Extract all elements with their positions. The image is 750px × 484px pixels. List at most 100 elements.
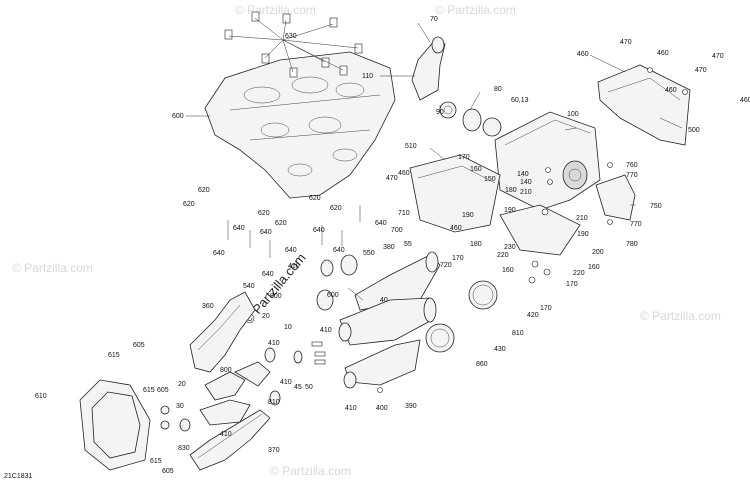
callout: 160 (588, 264, 600, 271)
callout: 160 (502, 267, 514, 274)
callout: 780 (626, 241, 638, 248)
muffler-60 (494, 111, 601, 211)
callout: 770 (626, 172, 638, 179)
callout: 620 (258, 210, 270, 217)
callout: 860 (476, 361, 488, 368)
callout: 460 (398, 170, 410, 177)
callout: 420 (527, 312, 539, 319)
callout: 370 (268, 447, 280, 454)
callout: 410 (220, 431, 232, 438)
callout: 605 (157, 387, 169, 394)
watermark-top-left: © Partzilla.com (235, 3, 316, 17)
callout: 70 (430, 16, 438, 23)
callout: 10 (284, 324, 292, 331)
manifold-380 (354, 251, 441, 311)
callout: 620 (183, 201, 195, 208)
callout: 720 (440, 262, 452, 269)
callout: 180 (505, 187, 517, 194)
header-370 (189, 409, 271, 471)
callout: 470 (712, 53, 724, 60)
callout: 100 (567, 111, 579, 118)
callout: 640 (313, 227, 325, 234)
callout: 810 (268, 399, 280, 406)
callout: 550 (363, 250, 375, 257)
callout: 460 (577, 51, 589, 58)
callout: 630 (285, 33, 297, 40)
callout: 810 (512, 330, 524, 337)
callout: 410 (268, 340, 280, 347)
callout: 190 (577, 231, 589, 238)
callouts: 630 600 70 110 460 470 470 460 470 460 4… (35, 16, 750, 475)
y-pipe-40 (338, 297, 437, 346)
callout: 830 (178, 445, 190, 452)
callout: 210 (520, 189, 532, 196)
callout: 190 (462, 212, 474, 219)
callout: 470 (695, 67, 707, 74)
pipe-segments (160, 361, 271, 432)
callout: 640 (375, 220, 387, 227)
callout: 610 (35, 393, 47, 400)
callout: 80 (494, 86, 502, 93)
callout: 460 (450, 225, 462, 232)
bolts-640 (227, 205, 361, 258)
heat-shield-500 (597, 64, 691, 146)
clamp-810 (468, 280, 498, 310)
callout: 170 (452, 255, 464, 262)
callout: 400 (376, 405, 388, 412)
studs-45-50 (293, 341, 326, 365)
callout: 800 (220, 367, 232, 374)
callout: 390 (405, 403, 417, 410)
watermark-top-right: © Partzilla.com (435, 3, 516, 17)
callout: 640 (262, 271, 274, 278)
callout: 190 (504, 207, 516, 214)
callout: 180 (470, 241, 482, 248)
callout: 410 (280, 379, 292, 386)
callout: 605 (162, 468, 174, 475)
callout: 460 (657, 50, 669, 57)
callout: 540 (243, 283, 255, 290)
callout: 200 (592, 249, 604, 256)
callout: 615 (143, 387, 155, 394)
callout: 620 (198, 187, 210, 194)
callout: 90 (436, 109, 444, 116)
watermark-mid-left: © Partzilla.com (12, 261, 93, 275)
callout: 600 (327, 292, 339, 299)
callout: 470 (620, 39, 632, 46)
callout: 770 (630, 221, 642, 228)
clamps-410 (264, 254, 358, 406)
outlet-pipe-70 (411, 36, 502, 137)
callout: 470 (386, 175, 398, 182)
callout: 40 (380, 297, 388, 304)
heat-shield-510 (409, 154, 501, 233)
callout: 760 (626, 162, 638, 169)
callout: 700 (391, 227, 403, 234)
callout: 615 (108, 352, 120, 359)
callout: 140 (520, 179, 532, 186)
callout: 605 (133, 342, 145, 349)
callout: 140 (517, 171, 529, 178)
callout: 170 (566, 281, 578, 288)
callout: 500 (688, 127, 700, 134)
callout: 30 (176, 403, 184, 410)
callout: 55 (404, 241, 412, 248)
gasket-860 (425, 323, 455, 353)
callout: 750 (650, 203, 662, 210)
diagram-code: 21C1831 (4, 473, 33, 480)
bracket-plate-200 (499, 204, 581, 256)
callout: 430 (494, 346, 506, 353)
leader-lines (186, 17, 683, 301)
callout: 510 (405, 143, 417, 150)
header-360 (189, 291, 256, 373)
callout: 170 (458, 154, 470, 161)
callout: 600 (172, 113, 184, 120)
callout: 230 (504, 244, 516, 251)
callout: 410 (288, 263, 300, 270)
callout: 640 (233, 225, 245, 232)
callout: 380 (383, 244, 395, 251)
callout: 20 (178, 381, 186, 388)
watermark-mid-right: © Partzilla.com (640, 309, 721, 323)
callout: 615 (150, 458, 162, 465)
callout: 50 (305, 384, 313, 391)
callout: 220 (497, 252, 509, 259)
